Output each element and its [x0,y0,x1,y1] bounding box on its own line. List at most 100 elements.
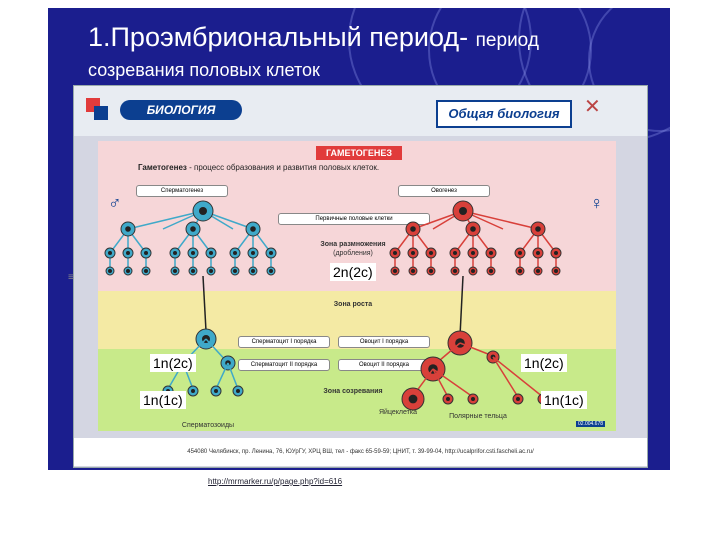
polar-bodies-label: Полярные тельца [449,413,507,420]
division-zone-sublabel: (дробления) [333,250,373,257]
cell-nucleus-icon [173,269,177,273]
poster-header: БИОЛОГИЯ Общая биология ✕ [74,86,647,136]
oogenesis-label: Овогенез [398,185,490,197]
lineage-line [492,356,519,398]
biology-logo-icon [86,98,108,120]
cell-nucleus-icon [535,226,541,232]
cell-nucleus-icon [489,269,493,273]
cell-nucleus-icon [233,251,237,255]
cell-nucleus-icon [518,269,522,273]
lineage-line [227,362,239,390]
cell-nucleus-icon [470,226,476,232]
cell-nucleus-icon [191,389,195,393]
spermatocyte-2-label: Сперматоцит II порядка [238,359,330,371]
annotation-1n2c-left: 1n(2c) [150,354,196,372]
gametogenesis-definition: Гаметогенез - процесс образования и разв… [138,163,379,172]
cell-nucleus-icon [209,269,213,273]
poster-footer: 454080 Челябинск, пр. Ленина, 76, ЮУрГУ,… [74,438,647,466]
cell-nucleus-icon [269,269,273,273]
spermatogenesis-label: Сперматогенез [136,185,228,197]
spermatocyte-1-label: Сперматоцит I порядка [238,336,330,348]
slide-subtitle: созревания половых клеток [88,60,320,80]
female-symbol-icon: ♀ [590,193,604,213]
cell-nucleus-icon [250,226,256,232]
lineage-line [462,210,539,230]
dna-icon: ✕ [584,96,601,118]
maturation-zone-label: Зона созревания [323,388,383,395]
gametogenesis-diagram: ГАМЕТОГЕНЕЗ Гаметогенез - процесс образо… [98,141,616,431]
definition-term: Гаметогенез [138,163,187,172]
cell-nucleus-icon [429,269,433,273]
cell-nucleus-icon [453,251,457,255]
cell-nucleus-icon [536,251,540,255]
cell-nucleus-icon [489,251,493,255]
cell-nucleus-icon [393,269,397,273]
annotation-1n1c-right: 1n(1c) [541,391,587,409]
title-main: 1.Проэмбриональный период- [88,22,469,52]
cell-nucleus-icon [125,226,131,232]
lineage-line [432,368,474,398]
cell-nucleus-icon [108,269,112,273]
cell-nucleus-icon [410,226,416,232]
cell-nucleus-icon [516,397,520,401]
side-mark: ≡ [68,272,74,283]
cell-tree-graphic [104,200,562,411]
lineage-line [127,210,204,230]
slide-title: 1.Проэмбриональный период- период [88,22,539,53]
cell-nucleus-icon [191,251,195,255]
cell-nucleus-icon [191,269,195,273]
cell-nucleus-icon [554,251,558,255]
cell-nucleus-icon [199,207,207,215]
cell-nucleus-icon [459,207,467,215]
spermatids-label: Сперматозоиды [181,422,235,429]
male-symbol-icon: ♂ [108,193,122,213]
division-zone-label: Зона размножения [320,241,386,248]
annotation-1n2c-right: 1n(2c) [521,354,567,372]
lineage-line [492,356,544,398]
lineage-line [202,275,207,332]
cell-nucleus-icon [126,251,130,255]
cell-nucleus-icon [236,389,240,393]
definition-text: - процесс образования и развития половых… [186,163,380,172]
cell-nucleus-icon [429,251,433,255]
growth-zone-label: Зона роста [333,301,373,308]
cell-nucleus-icon [173,251,177,255]
cell-nucleus-icon [453,269,457,273]
logo-text: БИОЛОГИЯ [120,100,242,120]
cell-nucleus-icon [411,251,415,255]
cell-nucleus-icon [471,269,475,273]
cell-nucleus-icon [393,251,397,255]
lineage-line [215,362,229,390]
annotation-2n2c: 2n(2c) [330,263,376,281]
cell-nucleus-icon [233,269,237,273]
cell-nucleus-icon [554,269,558,273]
annotation-1n1c-left: 1n(1c) [140,391,186,409]
cell-nucleus-icon [408,394,418,404]
lineage-line [432,368,449,398]
oocyte-1-label: Овоцит I порядка [338,336,430,348]
cell-nucleus-icon [411,269,415,273]
cell-nucleus-icon [108,251,112,255]
cell-nucleus-icon [536,269,540,273]
cell-nucleus-icon [471,251,475,255]
egg-cell-label: Яйцеклетка [379,409,417,416]
source-link[interactable]: http://mrmarker.ru/p/page.php?id=616 [208,477,343,486]
cell-nucleus-icon [471,397,475,401]
poster-code: 02.004.678 [576,421,606,427]
lineage-line [459,275,464,337]
cell-nucleus-icon [144,251,148,255]
gametogenesis-heading: ГАМЕТОГЕНЕЗ [316,146,402,160]
cell-nucleus-icon [518,251,522,255]
title-tail: период [475,30,539,51]
cell-nucleus-icon [269,251,273,255]
cell-nucleus-icon [251,251,255,255]
cell-nucleus-icon [209,251,213,255]
cell-nucleus-icon [190,226,196,232]
cell-nucleus-icon [446,397,450,401]
cell-nucleus-icon [126,269,130,273]
cell-nucleus-icon [214,389,218,393]
cell-nucleus-icon [144,269,148,273]
general-biology-badge: Общая биология [436,100,572,128]
primary-cells-label: Первичные половые клетки [278,213,430,225]
cell-nucleus-icon [251,269,255,273]
